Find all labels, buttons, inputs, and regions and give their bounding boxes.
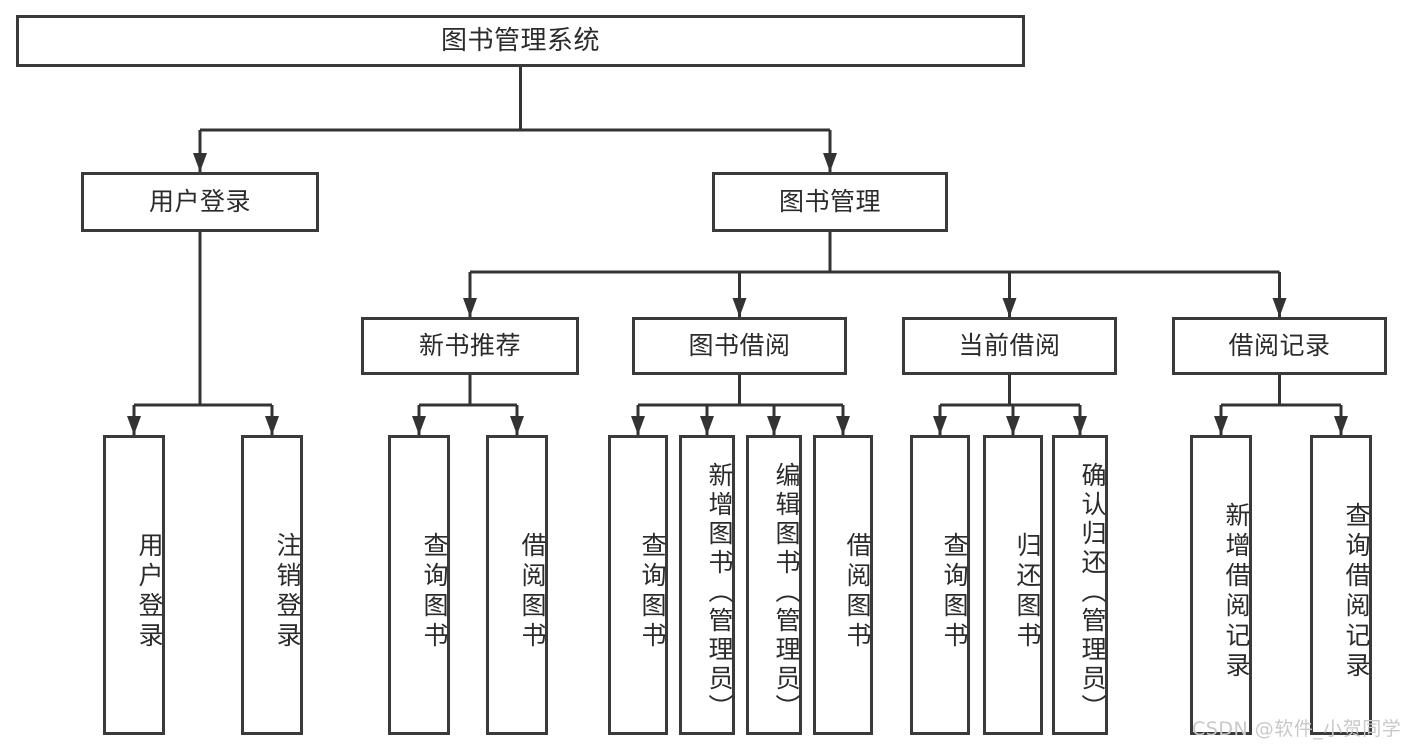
- node-book-borrow[interactable]: 图书借阅: [632, 317, 847, 375]
- arrowhead-user-login-0: [127, 416, 141, 435]
- node-leaf-cur-return-book-label: 归还图书: [1013, 532, 1042, 652]
- arrowhead-borrow-record-1: [1334, 416, 1348, 435]
- node-root[interactable]: 图书管理系统: [16, 15, 1025, 67]
- node-book-borrow-label: 图书借阅: [688, 331, 791, 361]
- arrowhead-new-book-rec-1: [510, 416, 524, 435]
- node-leaf-rec-query-book[interactable]: 查询图书: [388, 435, 450, 735]
- node-leaf-user-login[interactable]: 用户登录: [103, 435, 165, 735]
- arrowhead-current-borrow-0: [933, 416, 947, 435]
- node-user-login-label: 用户登录: [148, 187, 251, 217]
- node-leaf-rec-query-record[interactable]: 查询借阅记录: [1310, 435, 1372, 735]
- arrowhead-borrow-record-0: [1214, 416, 1228, 435]
- node-leaf-cur-return-book[interactable]: 归还图书: [983, 435, 1043, 735]
- node-book-manage-label: 图书管理: [778, 187, 881, 217]
- arrowhead-book-manage-0: [463, 298, 477, 317]
- node-leaf-cur-confirm-return-label: 确认归还（管理员）: [1078, 461, 1107, 723]
- node-user-login[interactable]: 用户登录: [81, 172, 319, 232]
- node-leaf-rec-borrow-book-label: 借阅图书: [518, 532, 547, 652]
- node-leaf-rec-query-record-label: 查询借阅记录: [1342, 502, 1371, 682]
- node-root-label: 图书管理系统: [440, 25, 600, 56]
- node-leaf-cur-confirm-return[interactable]: 确认归还（管理员）: [1052, 435, 1108, 735]
- arrowhead-book-borrow-1: [700, 416, 714, 435]
- node-leaf-rec-borrow-book[interactable]: 借阅图书: [486, 435, 548, 735]
- arrowhead-book-borrow-0: [631, 416, 645, 435]
- node-current-borrow-label: 当前借阅: [958, 331, 1061, 361]
- node-borrow-record-label: 借阅记录: [1228, 331, 1331, 361]
- node-leaf-user-logout-label: 注销登录: [273, 532, 302, 652]
- node-leaf-user-login-label: 用户登录: [135, 532, 164, 652]
- node-leaf-borrow-borrow-book-label: 借阅图书: [843, 532, 872, 652]
- node-leaf-borrow-edit-book-label: 编辑图书（管理员）: [772, 461, 801, 723]
- node-leaf-borrow-add-book[interactable]: 新增图书（管理员）: [679, 435, 735, 735]
- arrowhead-book-manage-3: [1272, 298, 1287, 317]
- node-leaf-borrow-add-book-label: 新增图书（管理员）: [705, 461, 734, 723]
- arrowhead-book-borrow-2: [767, 416, 781, 435]
- node-leaf-rec-query-book-label: 查询图书: [420, 532, 449, 652]
- arrowhead-root-0: [193, 153, 207, 172]
- arrowhead-current-borrow-2: [1073, 416, 1087, 435]
- node-new-book-rec[interactable]: 新书推荐: [361, 317, 579, 375]
- csdn-watermark: CSDN @软件_小贺同学: [1192, 718, 1402, 740]
- node-new-book-rec-label: 新书推荐: [418, 331, 521, 361]
- node-current-borrow[interactable]: 当前借阅: [902, 317, 1117, 375]
- node-leaf-borrow-query-book-label: 查询图书: [638, 532, 667, 652]
- arrowhead-book-borrow-3: [836, 416, 850, 435]
- arrowhead-root-1: [823, 153, 837, 172]
- node-leaf-rec-add-record[interactable]: 新增借阅记录: [1190, 435, 1252, 735]
- arrowhead-user-login-1: [265, 416, 279, 435]
- node-leaf-cur-query-book[interactable]: 查询图书: [910, 435, 970, 735]
- node-leaf-borrow-query-book[interactable]: 查询图书: [608, 435, 668, 735]
- node-leaf-rec-add-record-label: 新增借阅记录: [1222, 502, 1251, 682]
- arrowhead-book-manage-2: [1002, 298, 1017, 317]
- node-borrow-record[interactable]: 借阅记录: [1172, 317, 1387, 375]
- node-leaf-borrow-borrow-book[interactable]: 借阅图书: [813, 435, 873, 735]
- arrowhead-new-book-rec-0: [412, 416, 426, 435]
- arrowhead-book-manage-1: [732, 298, 747, 317]
- node-leaf-user-logout[interactable]: 注销登录: [241, 435, 303, 735]
- arrowhead-current-borrow-1: [1006, 416, 1020, 435]
- node-book-manage[interactable]: 图书管理: [712, 172, 948, 232]
- node-leaf-borrow-edit-book[interactable]: 编辑图书（管理员）: [746, 435, 802, 735]
- node-leaf-cur-query-book-label: 查询图书: [940, 532, 969, 652]
